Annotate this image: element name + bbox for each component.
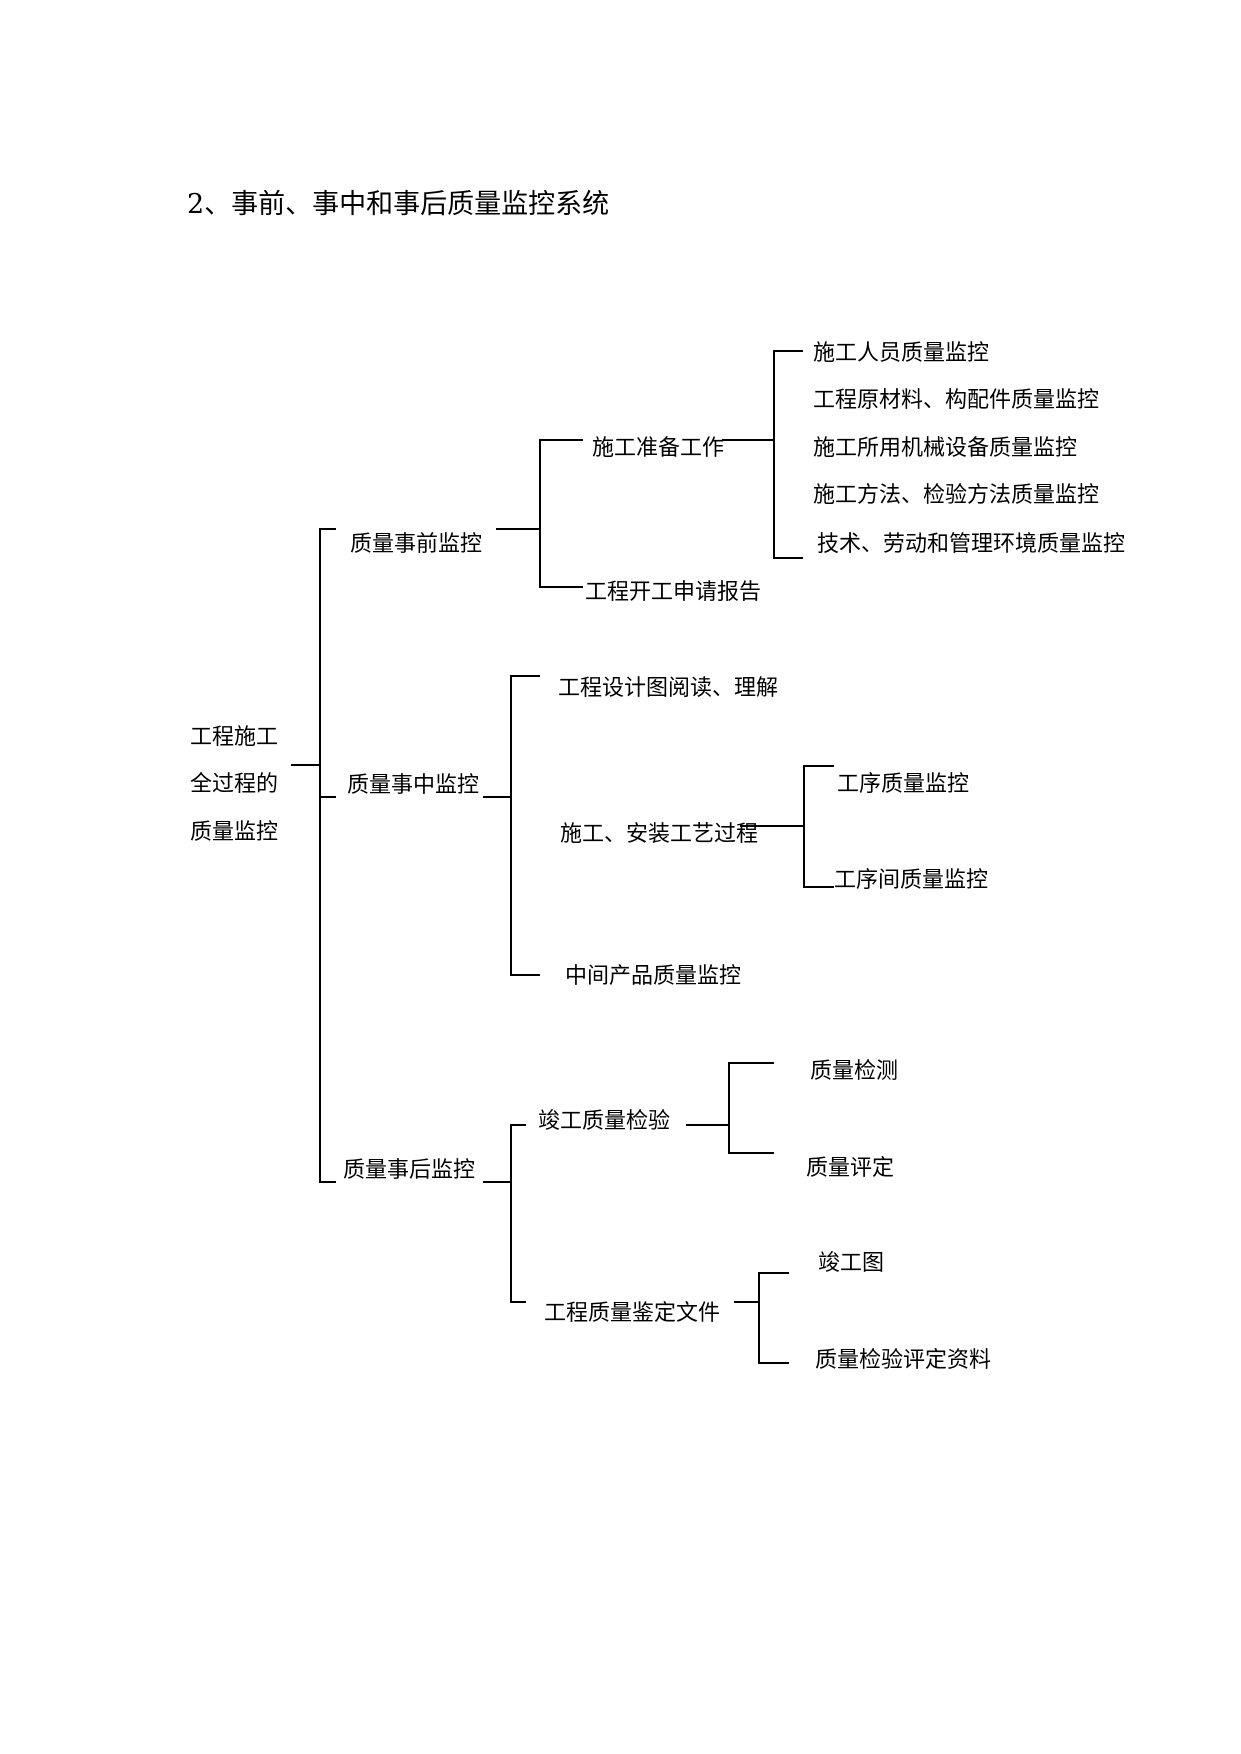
- level1-bracket: [319, 528, 336, 1183]
- quality-docs-label: 工程质量鉴定文件: [544, 1301, 721, 1326]
- start-report-label: 工程开工申请报告: [585, 580, 762, 605]
- mid-monitoring-label: 质量事中监控: [347, 773, 480, 798]
- prep-work-label: 施工准备工作: [592, 436, 725, 461]
- completion-inspection-label: 竣工质量检验: [538, 1109, 671, 1134]
- process-label: 施工、安装工艺过程: [560, 822, 759, 847]
- pre-monitoring-label: 质量事前监控: [350, 532, 483, 557]
- prep-item: 施工人员质量监控: [813, 341, 990, 366]
- docs-bracket: [758, 1272, 789, 1364]
- root-label-line1: 工程施工: [190, 725, 279, 750]
- inspection-bracket: [728, 1062, 774, 1154]
- docs-item: 质量检验评定资料: [815, 1348, 992, 1373]
- prep-item: 技术、劳动和管理环境质量监控: [817, 532, 1126, 557]
- pre-bracket: [539, 439, 583, 588]
- intermediate-product-label: 中间产品质量监控: [565, 964, 742, 989]
- post-bracket: [510, 1124, 526, 1303]
- inspection-item: 质量检测: [810, 1059, 899, 1084]
- root-label-line2: 全过程的: [190, 772, 279, 797]
- page-heading: 2、事前、事中和事后质量监控系统: [187, 189, 610, 220]
- docs-item: 竣工图: [818, 1251, 885, 1276]
- prep-item: 工程原材料、构配件质量监控: [813, 388, 1100, 413]
- prep-item: 施工方法、检验方法质量监控: [813, 483, 1100, 508]
- design-review-label: 工程设计图阅读、理解: [558, 676, 779, 701]
- process-bracket: [803, 765, 834, 888]
- process-item: 工序质量监控: [837, 772, 970, 797]
- mid-bracket: [510, 675, 540, 976]
- root-label-line3: 质量监控: [190, 820, 279, 845]
- inspection-item: 质量评定: [806, 1156, 895, 1181]
- process-item: 工序间质量监控: [834, 868, 989, 893]
- prep-item: 施工所用机械设备质量监控: [813, 436, 1078, 461]
- post-monitoring-label: 质量事后监控: [343, 1158, 476, 1183]
- prep-bracket: [773, 350, 803, 559]
